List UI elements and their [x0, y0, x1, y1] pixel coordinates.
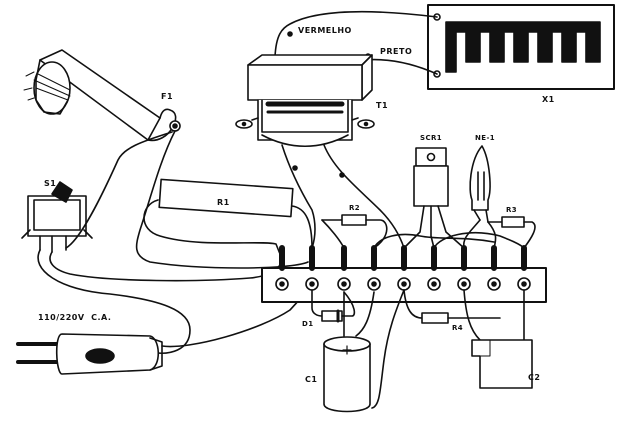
transformer-t1 [235, 54, 375, 148]
label-d1: D1 [302, 320, 313, 328]
wire-vermelho [274, 10, 438, 58]
resistor-r4 [403, 289, 501, 324]
resistor-r1 [143, 178, 313, 255]
label-r2: R2 [349, 204, 360, 212]
diode-d1 [311, 289, 356, 323]
label-scr1: SCR1 [420, 134, 442, 142]
wire-fuse-terminal [135, 130, 309, 269]
label-c1: C1 [305, 375, 317, 384]
resistor-r3 [487, 216, 536, 249]
label-r4: R4 [452, 324, 463, 332]
terminal-strip [261, 245, 547, 303]
mains-plug [16, 285, 309, 375]
wire-switch-fuse [65, 131, 173, 249]
label-f1: F1 [161, 92, 173, 101]
label-preto: PRETO [380, 47, 412, 56]
capacitor-c1 [323, 291, 375, 413]
neon-lamp-ne1 [462, 145, 497, 249]
fuse-holder-f1 [23, 49, 181, 142]
label-r1: R1 [217, 198, 230, 207]
resistor-r2 [321, 214, 388, 249]
scr-scr1 [403, 147, 465, 249]
label-s1: S1 [44, 179, 56, 188]
heater-element-x1 [427, 4, 615, 90]
label-r3: R3 [506, 206, 517, 214]
label-t1: T1 [376, 101, 388, 110]
label-c2: C2 [528, 373, 540, 382]
wire-mains-1 [37, 249, 191, 354]
labels: VERMELHO PRETO X1 F1 T1 S1 SCR1 NE-1 R1 … [38, 26, 555, 384]
label-ne1: NE-1 [475, 134, 495, 142]
label-mains: 110/220V C.A. [38, 313, 111, 322]
capacitor-c2 [463, 289, 533, 389]
label-vermelho: VERMELHO [298, 26, 352, 35]
switch-s1 [21, 181, 93, 253]
wire-switch-terminal [49, 251, 283, 282]
label-x1: X1 [542, 95, 555, 104]
